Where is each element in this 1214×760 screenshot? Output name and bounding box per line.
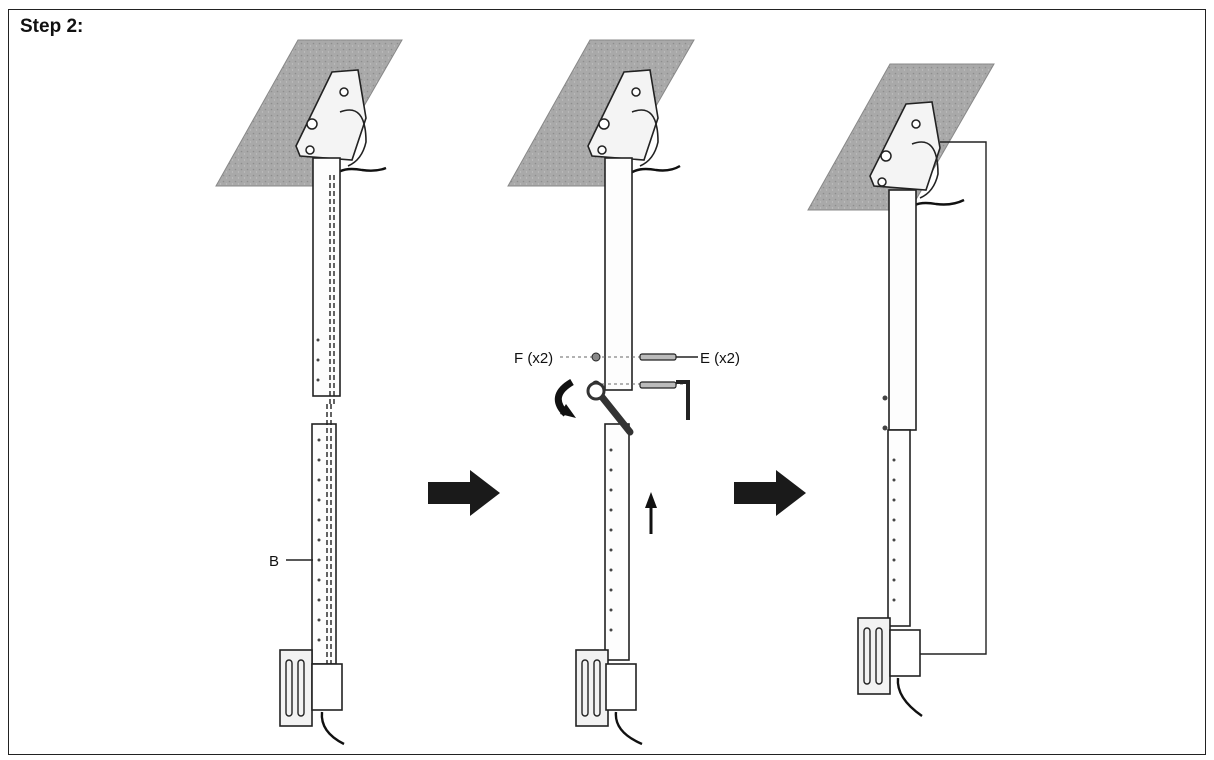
- base-bracket-1: [279, 649, 313, 727]
- next-step-arrow-1: [428, 470, 500, 516]
- figure-3-retracted-pole: [807, 63, 995, 717]
- figure-2-adjust-height: [507, 39, 698, 746]
- bolt-e-bottom: [639, 381, 677, 389]
- wrench: [594, 388, 634, 436]
- base-bracket-2: [575, 649, 609, 727]
- solar-panel-1: [215, 39, 403, 187]
- mount-bracket-3: [869, 101, 941, 191]
- bolt-e-top: [639, 353, 677, 361]
- step-title: Step 2:: [20, 16, 84, 37]
- next-step-arrow-2: [734, 470, 806, 516]
- callout-b-label: B: [269, 553, 279, 570]
- hex-key: [676, 380, 690, 420]
- solar-panel-2: [507, 39, 695, 187]
- figure-1-extended-pole: [215, 39, 403, 746]
- upper-tube-1: [312, 157, 341, 397]
- lower-tube-3: [887, 429, 911, 627]
- upper-tube-2: [604, 157, 633, 391]
- lower-tube-1: [311, 423, 337, 665]
- upper-tube-3: [888, 189, 917, 431]
- lower-tube-2: [604, 423, 630, 661]
- nut-f-top: [591, 352, 601, 362]
- callout-f-label: F (x2): [514, 350, 553, 367]
- instruction-frame: [8, 9, 1206, 755]
- callout-e-label: E (x2): [700, 350, 740, 367]
- base-bracket-3: [857, 617, 891, 695]
